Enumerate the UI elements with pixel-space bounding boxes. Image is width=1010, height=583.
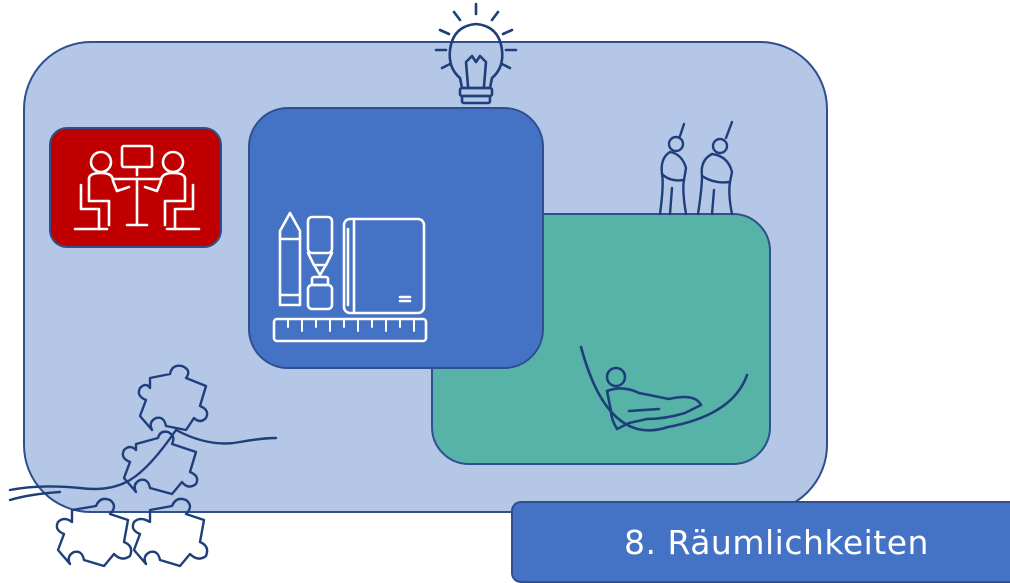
section-title: 8. Räumlichkeiten	[624, 522, 929, 562]
office-supplies-icon	[272, 211, 428, 343]
workspace-room-box	[248, 107, 544, 369]
relaxing-person-icon	[579, 345, 749, 432]
meeting-icon	[73, 144, 201, 231]
stretching-people-icon	[658, 120, 734, 216]
puzzle-icon	[8, 364, 278, 568]
lightbulb-icon	[434, 2, 518, 105]
meeting-room-box	[49, 127, 222, 248]
section-title-box: 8. Räumlichkeiten	[511, 501, 1010, 583]
